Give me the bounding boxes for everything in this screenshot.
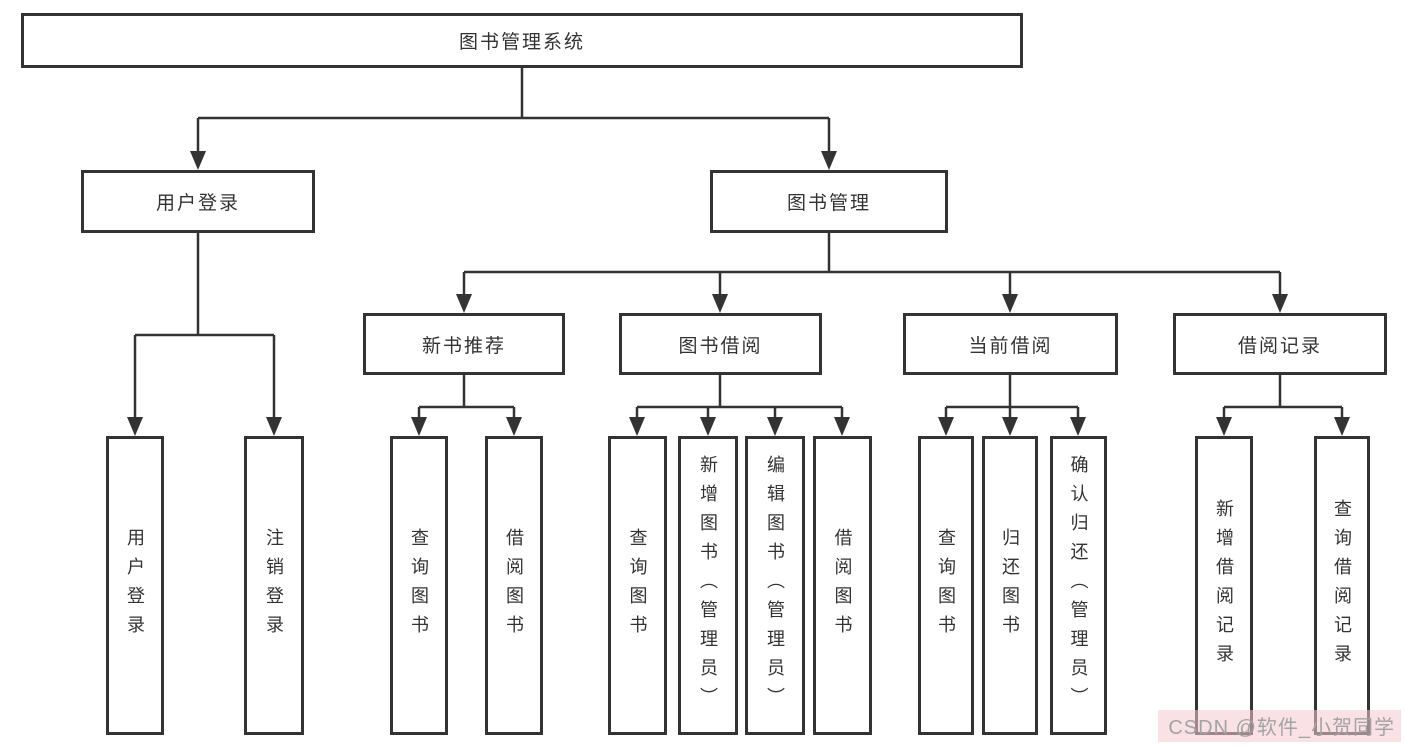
node-label: 图书管理系统 bbox=[458, 32, 585, 53]
node-label: 编辑图书（管理员） bbox=[765, 455, 785, 716]
csdn-watermark: CSDN @软件_小贺同学 bbox=[1158, 710, 1401, 742]
leaf-return-books: 归还图书 bbox=[982, 436, 1038, 735]
node-label: 新增借阅记录 bbox=[1214, 498, 1234, 673]
node-label: 用户登录 bbox=[125, 527, 145, 644]
leaf-logout: 注销登录 bbox=[244, 436, 304, 735]
node-label: 确认归还（管理员） bbox=[1068, 455, 1089, 716]
node-book-management: 图书管理 bbox=[710, 170, 948, 233]
node-borrow-records: 借阅记录 bbox=[1173, 313, 1387, 375]
node-label: 查询图书 bbox=[409, 527, 429, 644]
node-current-borrowing: 当前借阅 bbox=[903, 313, 1118, 375]
leaf-user-login: 用户登录 bbox=[106, 436, 164, 735]
node-label: 借阅图书 bbox=[504, 527, 524, 644]
node-label: 注销登录 bbox=[264, 527, 284, 644]
node-new-book-recommend: 新书推荐 bbox=[363, 313, 565, 375]
node-label: 借阅记录 bbox=[1237, 335, 1322, 357]
node-label: 新书推荐 bbox=[421, 335, 506, 357]
node-label: 新增图书（管理员） bbox=[698, 455, 718, 716]
node-user-login: 用户登录 bbox=[81, 170, 315, 233]
node-label: 图书管理 bbox=[786, 193, 871, 214]
node-label: 查询图书 bbox=[936, 527, 956, 644]
node-root-library-system: 图书管理系统 bbox=[21, 13, 1023, 68]
leaf-add-books-admin: 新增图书（管理员） bbox=[678, 436, 738, 735]
node-label: 查询借阅记录 bbox=[1332, 498, 1352, 673]
node-label: 当前借阅 bbox=[968, 335, 1053, 357]
leaf-query-borrow-record: 查询借阅记录 bbox=[1314, 436, 1370, 735]
arrowheads bbox=[127, 151, 1350, 436]
node-label: 归还图书 bbox=[1000, 527, 1020, 644]
leaf-newbook-borrow-books: 借阅图书 bbox=[485, 436, 543, 735]
leaf-current-query-books: 查询图书 bbox=[918, 436, 974, 735]
node-label: 查询图书 bbox=[627, 527, 648, 644]
node-book-borrowing: 图书借阅 bbox=[619, 313, 822, 375]
leaf-borrow-books: 借阅图书 bbox=[813, 436, 872, 735]
leaf-edit-books-admin: 编辑图书（管理员） bbox=[745, 436, 805, 735]
leaf-confirm-return-admin: 确认归还（管理员） bbox=[1050, 436, 1107, 735]
node-label: 用户登录 bbox=[155, 193, 240, 214]
leaf-borrow-query-books: 查询图书 bbox=[608, 436, 667, 735]
node-label: 借阅图书 bbox=[832, 527, 853, 644]
leaf-add-borrow-record: 新增借阅记录 bbox=[1195, 436, 1253, 735]
leaf-newbook-query-books: 查询图书 bbox=[390, 436, 448, 735]
node-label: 图书借阅 bbox=[678, 335, 763, 357]
